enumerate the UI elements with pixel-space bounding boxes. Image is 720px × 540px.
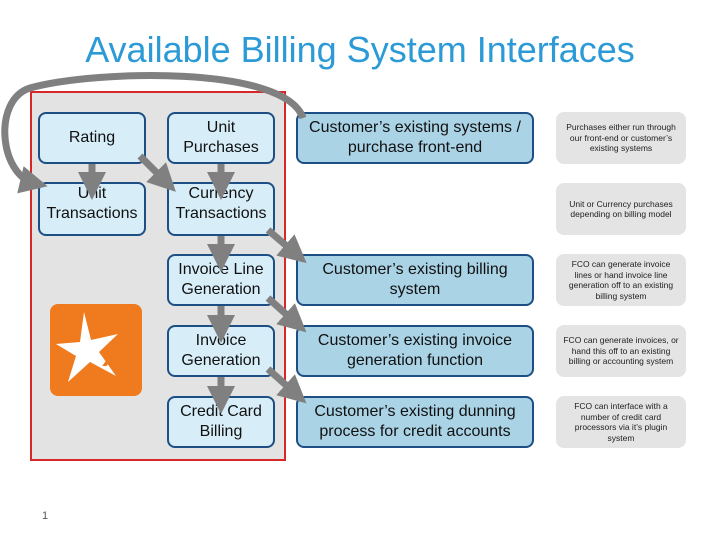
note-invoice-lines: FCO can generate invoice lines or hand i… — [556, 254, 686, 306]
note-credit-card: FCO can interface with a number of credi… — [556, 396, 686, 448]
rating-label: Rating — [68, 129, 116, 146]
arrow-invoice-to-customer-dunning — [265, 366, 307, 404]
customer-dunning-label: Customer’s existing dunning process for … — [314, 403, 516, 440]
arrow-currency-to-customer-billing — [265, 227, 307, 264]
customer-invoice-label: Customer’s existing invoice generation f… — [317, 332, 513, 369]
note-billing-model-text: Unit or Currency purchases depending on … — [569, 198, 673, 220]
note-invoices: FCO can generate invoices, or hand this … — [556, 325, 686, 377]
note-invoice-lines-text: FCO can generate invoice lines or hand i… — [568, 259, 674, 301]
unit-transactions-box: Unit Transactions — [38, 182, 146, 236]
note-purchases-text: Purchases either run through our front-e… — [566, 122, 676, 154]
customer-dunning-box: Customer’s existing dunning process for … — [296, 396, 534, 448]
customer-billing-box: Customer’s existing billing system — [296, 254, 534, 306]
arrow-rating-to-currency — [137, 153, 176, 192]
customer-invoice-box: Customer’s existing invoice generation f… — [296, 325, 534, 377]
svg-text:x: x — [102, 340, 119, 373]
currency-transactions-box: Currency Transactions — [167, 182, 275, 236]
unit-purchases-label: Unit Purchases — [183, 119, 259, 156]
note-billing-model: Unit or Currency purchases depending on … — [556, 183, 686, 235]
note-purchases: Purchases either run through our front-e… — [556, 112, 686, 164]
fco-logo: x — [50, 304, 142, 396]
note-invoices-text: FCO can generate invoices, or hand this … — [563, 335, 679, 367]
loop-arrow — [1, 72, 307, 194]
page-number: 1 — [42, 510, 49, 522]
rating-box: Rating — [38, 112, 146, 164]
note-credit-card-text: FCO can interface with a number of credi… — [574, 401, 668, 443]
arrow-invoice-line-to-customer-invoice — [265, 295, 307, 333]
customer-billing-label: Customer’s existing billing system — [322, 261, 508, 298]
page-title: Available Billing System Interfaces — [85, 29, 635, 70]
unit-purchases-box: Unit Purchases — [167, 112, 275, 164]
customer-front-end-box: Customer’s existing systems / purchase f… — [296, 112, 534, 164]
customer-front-end-label: Customer’s existing systems / purchase f… — [309, 119, 521, 156]
